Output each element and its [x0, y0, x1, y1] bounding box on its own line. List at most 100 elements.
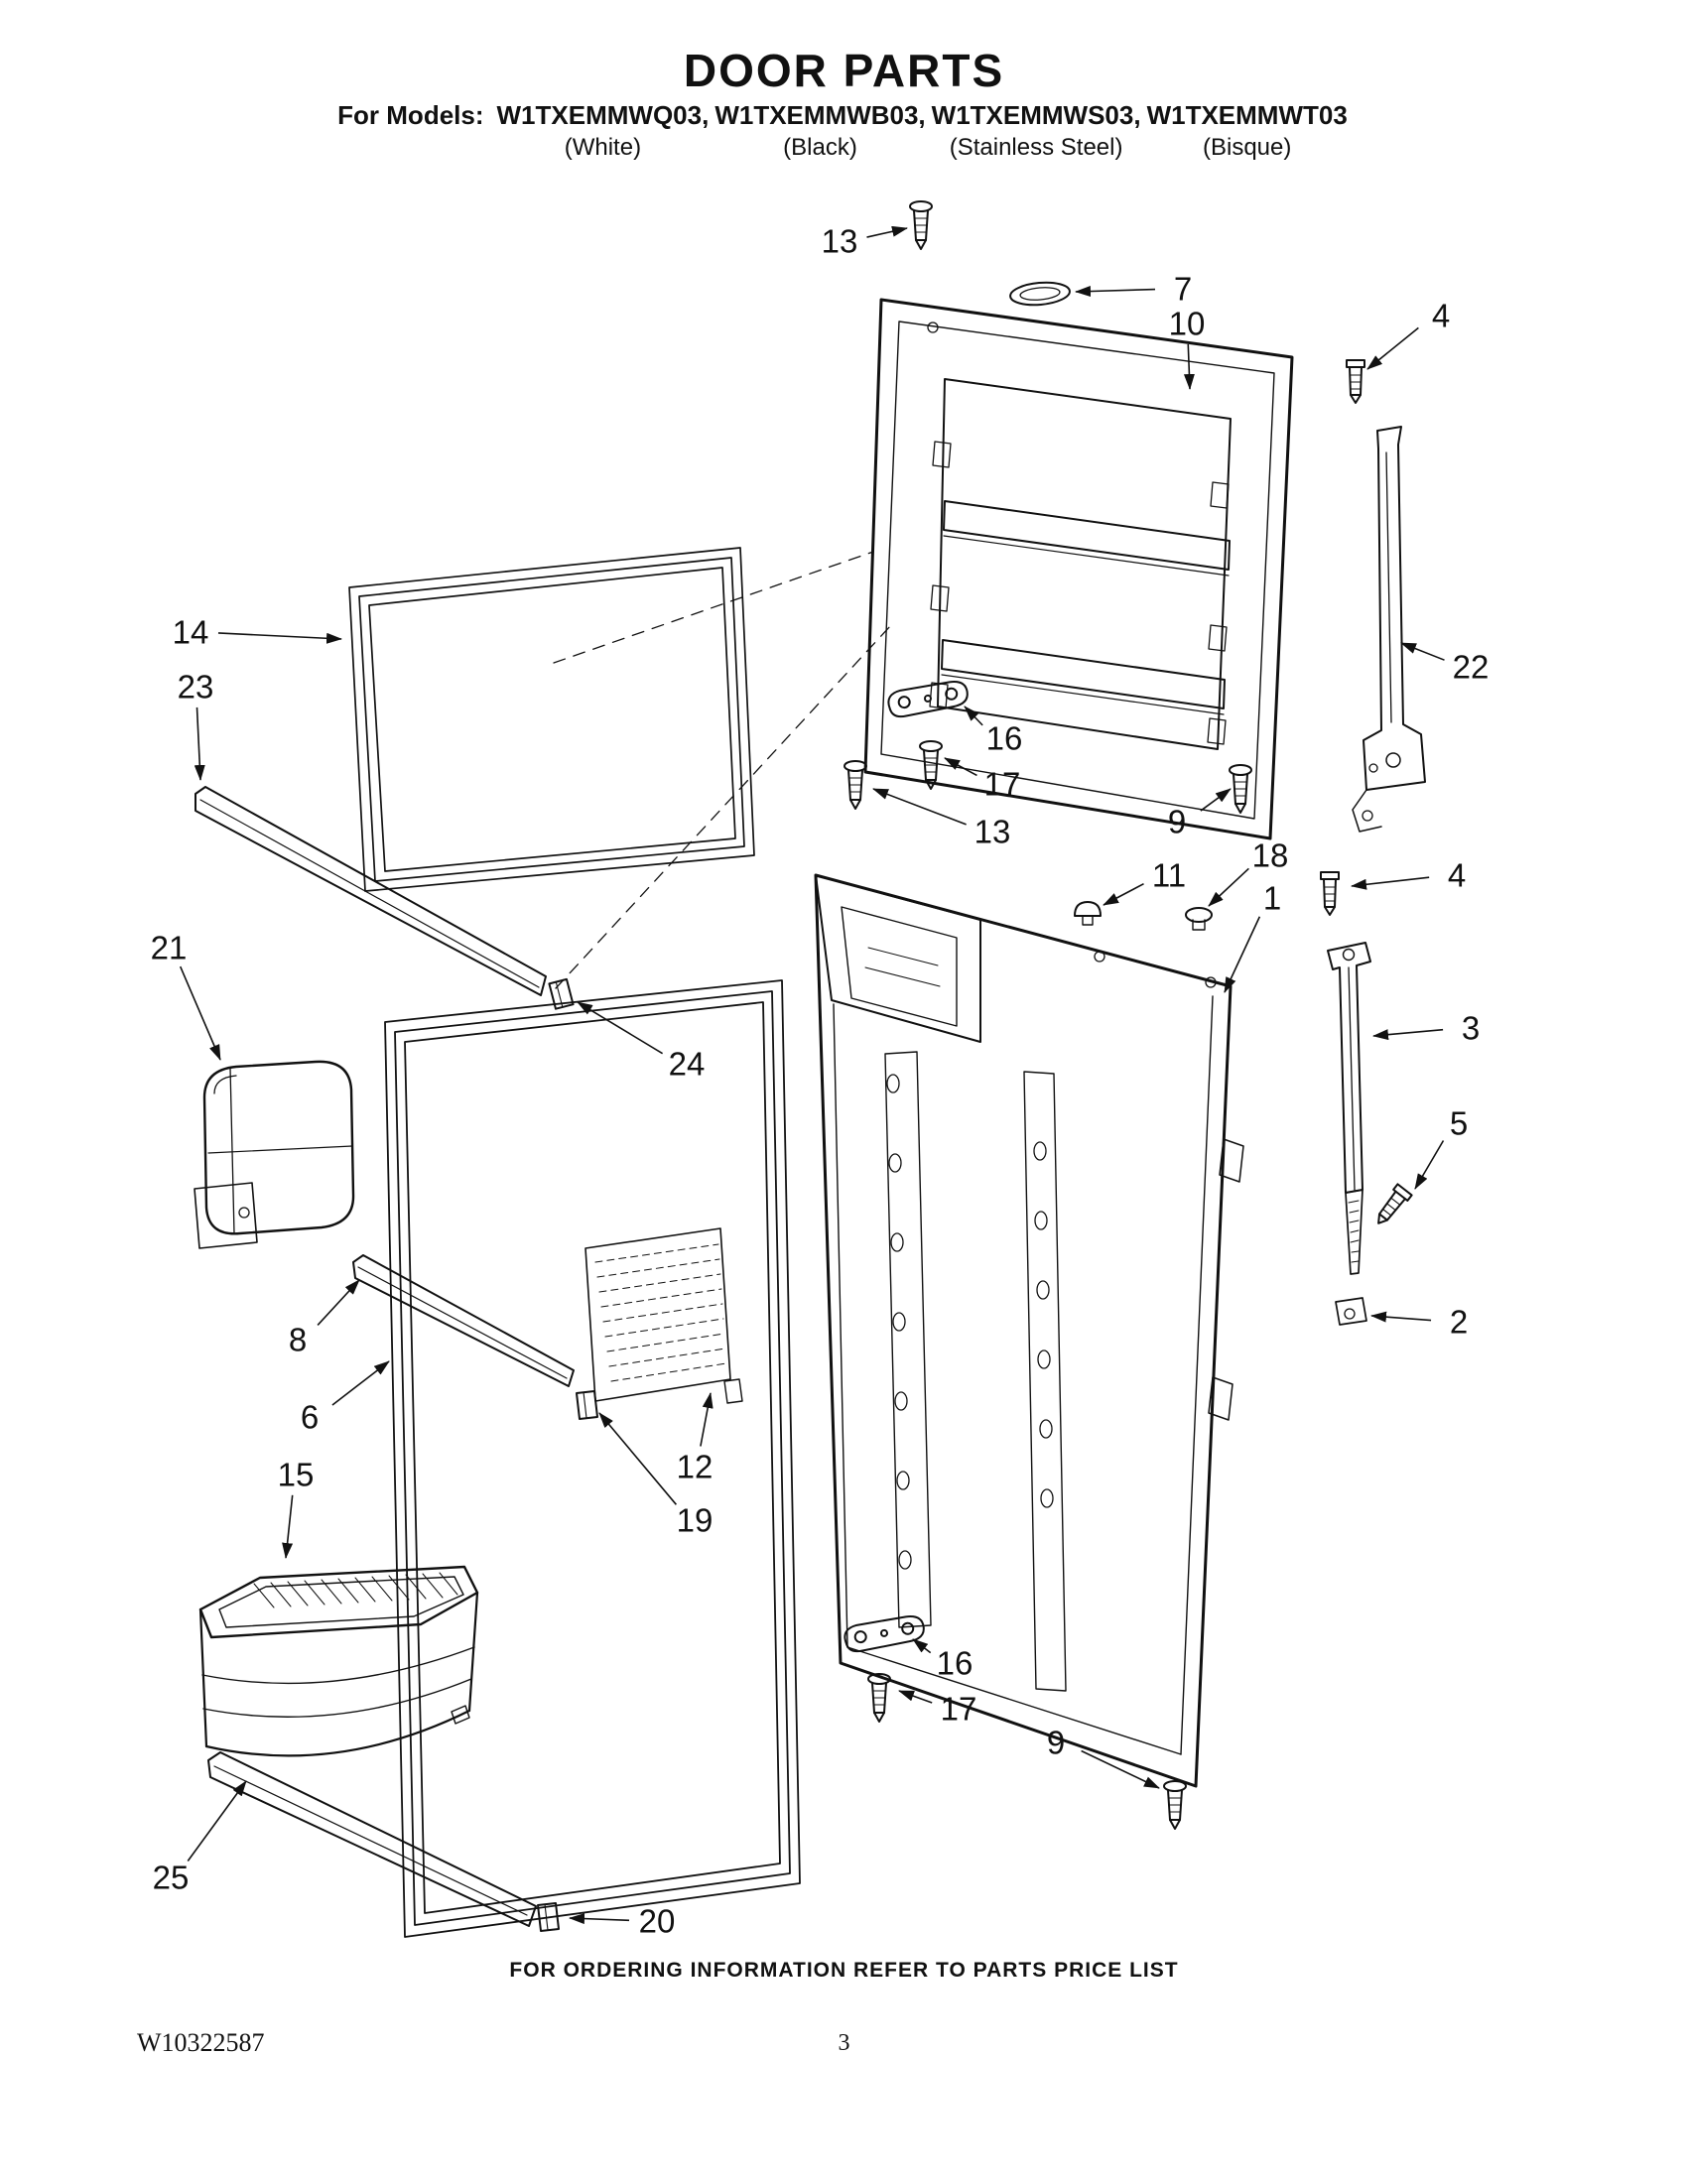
- callout-4: 4: [1431, 297, 1451, 334]
- grommet-11: [1074, 901, 1102, 926]
- model-column: W1TXEMMWT03 (Bisque): [1147, 100, 1348, 162]
- screw-4-mid: [1320, 871, 1340, 916]
- trim-strip-25: [207, 1751, 537, 1927]
- callout-16: 16: [985, 719, 1023, 757]
- model-column: W1TXEMMWB03, (Black): [714, 100, 925, 162]
- leader-line-4: [1351, 876, 1430, 890]
- leader-line-23: [194, 707, 205, 781]
- leader-line-16: [964, 706, 983, 726]
- leader-line-24: [577, 1001, 664, 1055]
- model-finish: (Stainless Steel): [949, 134, 1123, 161]
- screw-9-upper: [1229, 764, 1252, 814]
- leader-line-9: [1200, 788, 1232, 812]
- freezer-inner-door-panel: [863, 298, 1294, 840]
- bracket-16-lower: [843, 1614, 927, 1653]
- callout-18: 18: [1251, 836, 1289, 874]
- callout-12: 12: [676, 1448, 714, 1485]
- leader-line-21: [179, 965, 221, 1061]
- callout-21: 21: [150, 929, 188, 966]
- trim-strip-23: [195, 786, 547, 996]
- rail-holes: [886, 1074, 1054, 1570]
- screw-13-top: [909, 200, 933, 250]
- callout-3: 3: [1461, 1009, 1481, 1047]
- callout-17: 17: [983, 765, 1021, 803]
- leader-line-25: [187, 1780, 247, 1862]
- leader-line-2: [1370, 1311, 1432, 1323]
- leader-line-12: [700, 1392, 714, 1447]
- screw-5: [1369, 1183, 1413, 1230]
- leader-line-5: [1414, 1140, 1445, 1190]
- door-bin-15: [198, 1565, 479, 1757]
- leader-line-10: [1183, 343, 1195, 390]
- leader-line-9: [1081, 1749, 1160, 1789]
- callout-8: 8: [288, 1321, 308, 1358]
- top-hinge-rail-22: [1352, 426, 1426, 833]
- callout-22: 22: [1452, 648, 1490, 686]
- hinge-hole-plug-2: [1335, 1297, 1367, 1326]
- model-column: W1TXEMMWS03, (Stainless Steel): [932, 100, 1141, 162]
- model-name: W1TXEMMWT03: [1146, 100, 1348, 130]
- callout-20: 20: [638, 1902, 676, 1940]
- leader-lines: [179, 225, 1445, 1925]
- leader-line-4: [1366, 326, 1419, 370]
- callout-13: 13: [974, 813, 1011, 850]
- callout-11: 11: [1151, 856, 1187, 894]
- callout-17: 17: [940, 1690, 977, 1728]
- callout-2: 2: [1449, 1303, 1469, 1341]
- models-block: For Models: W1TXEMMWQ03, (White) W1TXEMM…: [0, 100, 1688, 162]
- screw-17-lower: [867, 1673, 891, 1723]
- model-finish: (Black): [783, 134, 857, 161]
- butter-door-21: [194, 1060, 355, 1249]
- leader-line-16: [912, 1638, 932, 1654]
- callout-7: 7: [1173, 270, 1193, 308]
- callout-5: 5: [1449, 1104, 1469, 1142]
- callout-10: 10: [1168, 305, 1206, 342]
- leader-line-6: [331, 1360, 390, 1406]
- callout-23: 23: [177, 668, 214, 706]
- model-column: W1TXEMMWQ03, (White): [497, 100, 710, 162]
- callout-9: 9: [1046, 1724, 1066, 1761]
- screw-4-upper: [1346, 359, 1365, 404]
- leader-line-14: [217, 632, 342, 644]
- leader-line-13: [866, 225, 908, 238]
- trim-strip-8: [352, 1254, 575, 1387]
- leader-line-17: [944, 757, 977, 777]
- model-finish: (Bisque): [1203, 134, 1292, 161]
- leader-line-8: [317, 1279, 360, 1326]
- leader-line-15: [282, 1494, 294, 1559]
- leader-line-11: [1103, 882, 1144, 906]
- callout-24: 24: [668, 1045, 706, 1083]
- callout-16: 16: [936, 1644, 974, 1682]
- screw-13-mid: [844, 760, 867, 810]
- leader-line-3: [1372, 1028, 1444, 1041]
- screw-9-lower: [1163, 1780, 1187, 1830]
- callout-14: 14: [172, 613, 209, 651]
- callout-6: 6: [300, 1398, 320, 1436]
- construction-lines: [553, 551, 892, 989]
- leader-line-13: [872, 788, 967, 826]
- center-hinge-rail-3: [1327, 942, 1371, 1275]
- callout-1: 1: [1262, 879, 1282, 917]
- clip-19: [576, 1390, 598, 1420]
- bracket-16-upper: [886, 680, 971, 718]
- page-title: DOOR PARTS: [683, 45, 1005, 96]
- leader-line-17: [898, 1690, 933, 1704]
- plug-18: [1185, 907, 1213, 931]
- leader-line-20: [569, 1913, 630, 1925]
- ordering-note: FOR ORDERING INFORMATION REFER TO PARTS …: [509, 1959, 1179, 1982]
- refrigerator-door-gasket-6: [384, 979, 801, 1938]
- callout-4: 4: [1447, 856, 1467, 894]
- callout-25: 25: [152, 1859, 190, 1896]
- refrigerator-inner-door-panel: [814, 873, 1244, 1788]
- model-name: W1TXEMMWB03,: [714, 100, 926, 130]
- leader-line-19: [598, 1412, 678, 1505]
- leader-line-7: [1075, 286, 1156, 298]
- page-number: 3: [838, 2030, 850, 2056]
- leader-line-22: [1400, 642, 1445, 661]
- model-finish: (White): [564, 134, 642, 161]
- oval-trim-7: [1009, 281, 1071, 307]
- leader-line-18: [1208, 867, 1249, 907]
- freezer-door-gasket-14: [348, 547, 755, 892]
- leader-line-1: [1224, 916, 1261, 993]
